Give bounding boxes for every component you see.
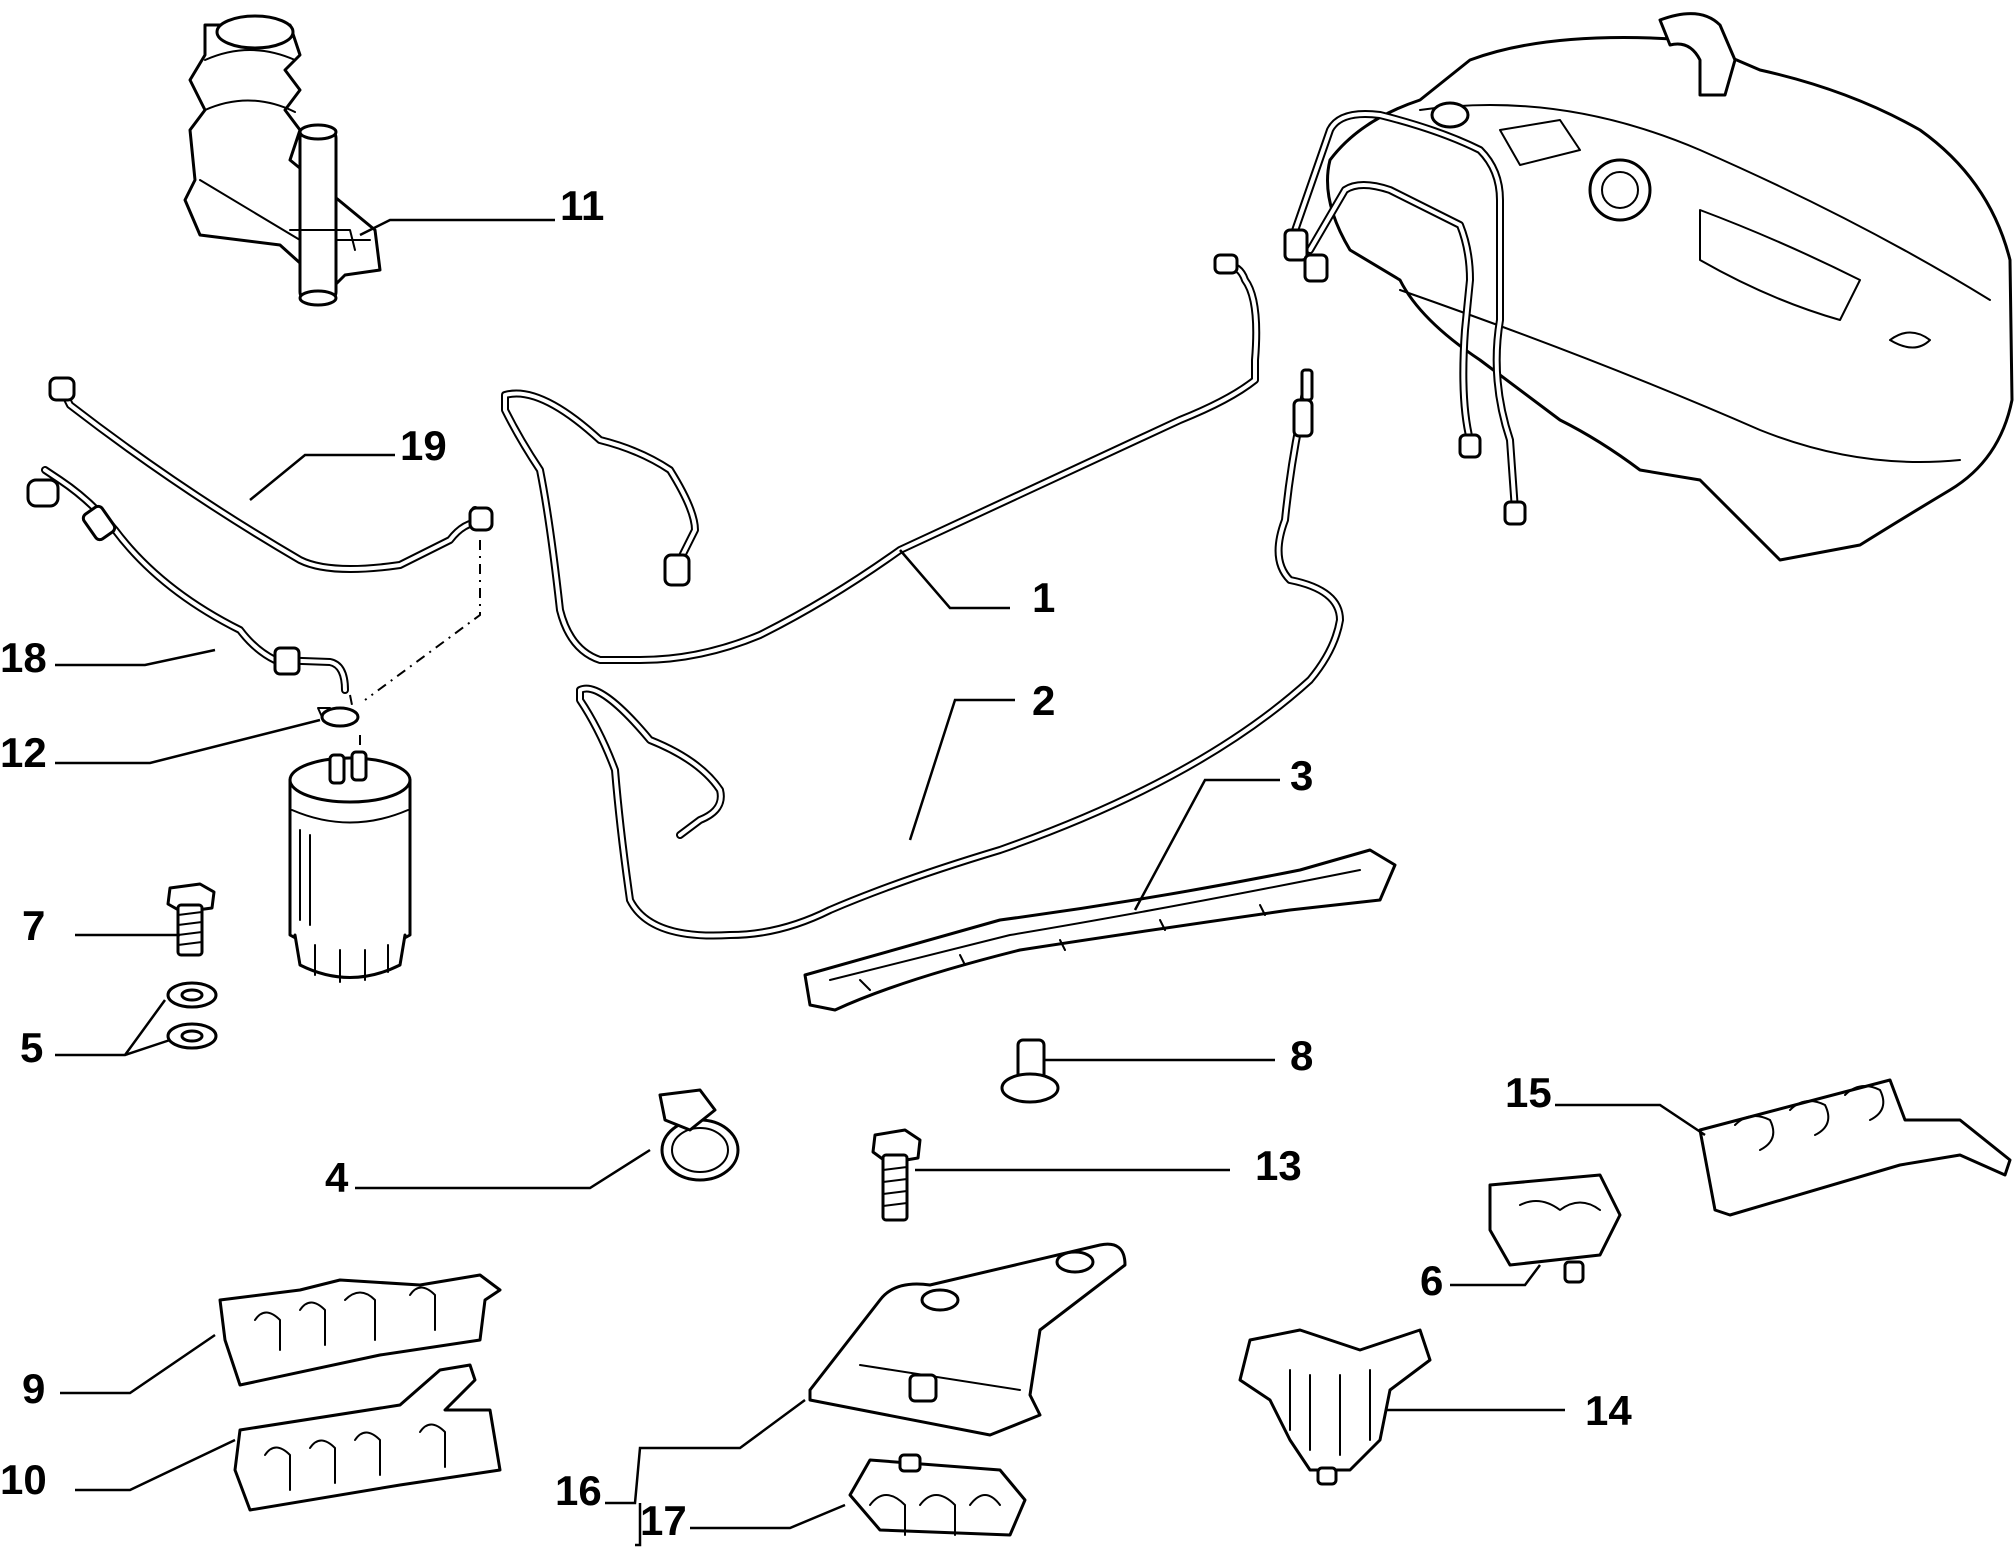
fuel-tank [1283,12,2014,562]
part-5-washers [166,981,218,1050]
callout-12: 12 [0,729,47,776]
callout-9: 9 [22,1365,45,1412]
part-15-clip-strip [1698,1078,2012,1217]
callout-13: 13 [1255,1142,1302,1189]
part-8-screw [1000,1038,1060,1104]
part-17-clip [848,1453,1027,1537]
part-10-clip-strip [233,1363,502,1512]
callout-17: 17 [640,1497,687,1544]
part-6-clip [1488,1173,1622,1284]
fuel-filter [288,750,412,983]
part-1-pipe [501,253,1261,664]
callout-2: 2 [1032,677,1055,724]
callout-4: 4 [325,1154,349,1201]
callout-1: 1 [1032,574,1055,621]
part-11-filter-bracket [183,14,382,307]
callout-8: 8 [1290,1032,1313,1079]
callout-numbers: 11 19 1 18 2 12 3 7 5 8 15 4 13 6 9 10 1… [0,182,1632,1544]
part-3-rail [803,848,1397,1012]
callout-10: 10 [0,1456,47,1503]
part-9-clip-strip [218,1273,502,1387]
part-14-holder [1238,1328,1432,1486]
callout-6: 6 [1420,1257,1443,1304]
part-16-plate-bracket [808,1242,1127,1437]
callout-14: 14 [1585,1387,1632,1434]
leader-lines [55,218,1706,1547]
part-19-pipe [48,376,494,573]
callout-19: 19 [400,422,447,469]
part-4-hose-clamp [658,1088,740,1182]
part-7-bolt [166,882,216,957]
callout-18: 18 [0,634,47,681]
callout-5: 5 [20,1024,43,1071]
callout-11: 11 [560,182,604,229]
part-12-clamp [317,706,360,728]
callout-16: 16 [555,1467,602,1514]
assembly-dashed-lines [349,540,481,760]
part-18-pipe [26,466,349,694]
part-2-pipe [576,368,1344,940]
part-13-bolt [871,1128,922,1222]
callout-15: 15 [1505,1069,1552,1116]
callout-3: 3 [1290,752,1313,799]
callout-7: 7 [22,902,45,949]
